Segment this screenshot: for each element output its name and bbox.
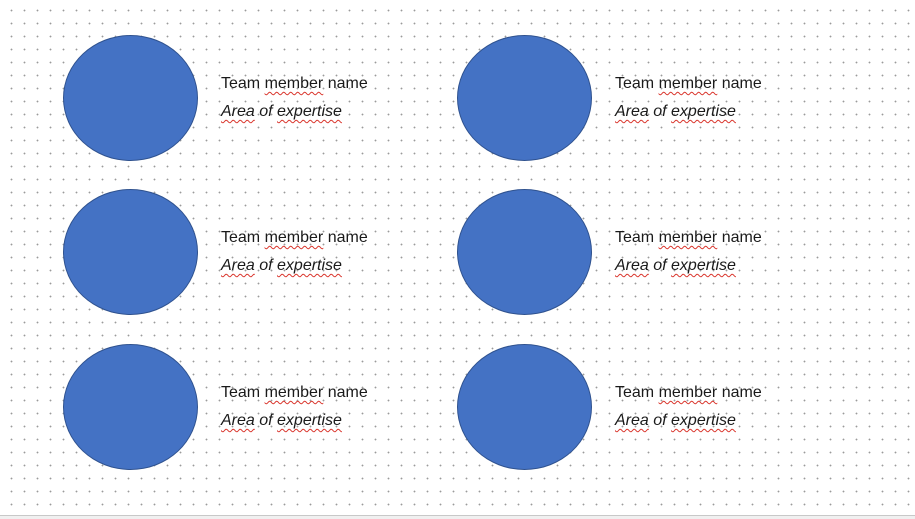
team-member-name[interactable]: Team member name [615,75,762,92]
area-of-expertise[interactable]: Area of expertise [615,412,736,429]
area-of-expertise[interactable]: Area of expertise [615,103,736,120]
team-member-name[interactable]: Team member name [221,229,368,246]
spellcheck-flagged-word: expertise [671,257,736,274]
spellcheck-flagged-word: member [658,75,718,92]
area-of-expertise[interactable]: Area of expertise [615,257,736,274]
spellcheck-flagged-word: member [658,384,718,401]
area-of-expertise[interactable]: Area of expertise [221,103,342,120]
team-member-card[interactable]: Team member name Area of expertise [63,344,443,474]
spellcheck-flagged-word: Area [221,412,255,429]
team-member-card[interactable]: Team member name Area of expertise [63,35,443,165]
team-member-card[interactable]: Team member name Area of expertise [457,344,837,474]
team-member-name[interactable]: Team member name [221,75,368,92]
spellcheck-flagged-word: Area [615,103,649,120]
spellcheck-flagged-word: member [264,75,324,92]
area-of-expertise[interactable]: Area of expertise [221,257,342,274]
team-member-card[interactable]: Team member name Area of expertise [63,189,443,319]
spellcheck-flagged-word: Area [221,103,255,120]
avatar-placeholder-circle[interactable] [457,344,592,470]
avatar-placeholder-circle[interactable] [457,189,592,315]
team-member-name[interactable]: Team member name [615,229,762,246]
team-member-name[interactable]: Team member name [615,384,762,401]
avatar-placeholder-circle[interactable] [63,344,198,470]
spellcheck-flagged-word: expertise [277,257,342,274]
spellcheck-flagged-word: Area [615,257,649,274]
team-member-card[interactable]: Team member name Area of expertise [457,35,837,165]
spellcheck-flagged-word: expertise [277,103,342,120]
team-member-card[interactable]: Team member name Area of expertise [457,189,837,319]
avatar-placeholder-circle[interactable] [63,35,198,161]
spellcheck-flagged-word: member [264,384,324,401]
spellcheck-flagged-word: member [658,229,718,246]
spellcheck-flagged-word: Area [221,257,255,274]
team-member-name[interactable]: Team member name [221,384,368,401]
spellcheck-flagged-word: expertise [671,412,736,429]
avatar-placeholder-circle[interactable] [63,189,198,315]
slide-bottom-edge [0,515,915,519]
spellcheck-flagged-word: Area [615,412,649,429]
area-of-expertise[interactable]: Area of expertise [221,412,342,429]
spellcheck-flagged-word: member [264,229,324,246]
spellcheck-flagged-word: expertise [277,412,342,429]
avatar-placeholder-circle[interactable] [457,35,592,161]
spellcheck-flagged-word: expertise [671,103,736,120]
